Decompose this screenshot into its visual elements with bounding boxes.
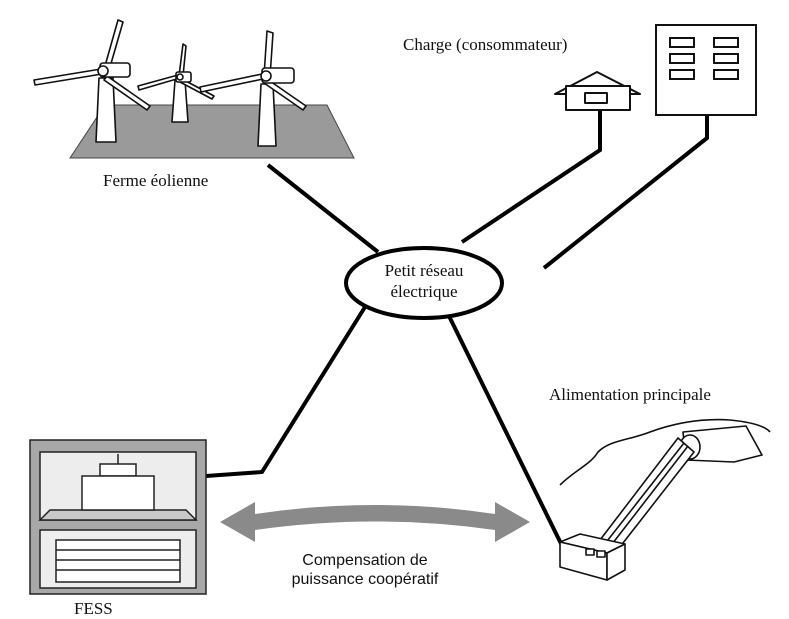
wind-farm: Ferme éolienne	[33, 19, 355, 190]
building-icon	[655, 24, 757, 116]
main-supply: Alimentation principale	[549, 385, 771, 581]
line-grid-to-main	[446, 313, 575, 569]
line-wind-to-grid	[266, 163, 380, 254]
fess: FESS	[29, 439, 207, 618]
grid-ellipse	[344, 246, 504, 320]
load-label: Charge (consommateur)	[403, 35, 567, 54]
flywheel-storage-icon	[29, 439, 207, 595]
compensation-arrow: Compensation de puissance coopératif	[220, 502, 530, 588]
mountain-outline	[559, 418, 771, 486]
wind-turbines-icon	[33, 19, 307, 147]
connection-lines	[205, 110, 709, 569]
compensation-label-line2: puissance coopératif	[292, 571, 439, 588]
compensation-label-line1: Compensation de	[302, 552, 428, 569]
main-supply-label: Alimentation principale	[549, 385, 711, 404]
line-grid-to-fess	[205, 305, 367, 478]
grid-label-line2: électrique	[390, 282, 457, 301]
double-arrow-icon	[220, 502, 530, 542]
grid-node: Petit réseau électrique	[344, 246, 504, 320]
line-house-to-grid	[460, 110, 602, 244]
house-icon	[554, 71, 641, 111]
load-consumer: Charge (consommateur)	[403, 24, 757, 116]
hydro-plant-icon	[559, 418, 771, 581]
penstock	[599, 437, 695, 553]
fess-label: FESS	[74, 599, 113, 618]
line-building-to-grid	[542, 115, 709, 270]
grid-label-line1: Petit réseau	[385, 261, 464, 280]
wind-farm-label: Ferme éolienne	[103, 171, 208, 190]
wind-farm-ground	[69, 104, 355, 159]
